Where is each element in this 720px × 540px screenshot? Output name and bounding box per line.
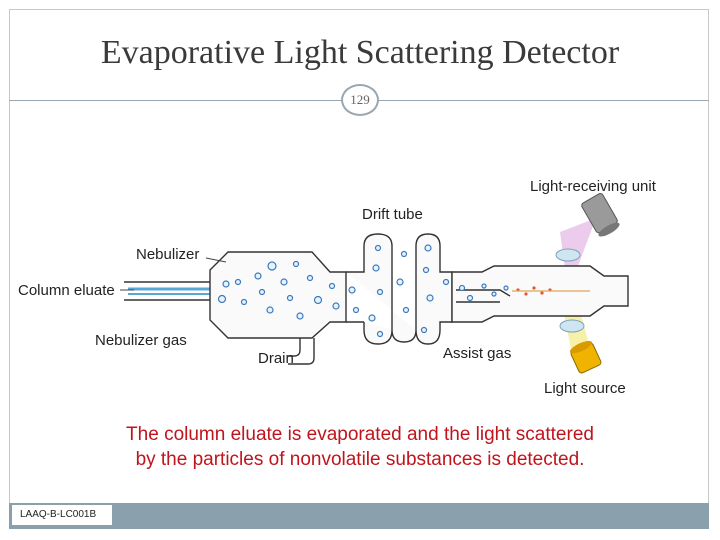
footer-bar	[9, 503, 709, 529]
scattered-particles	[516, 286, 552, 296]
label-assist-gas: Assist gas	[443, 345, 512, 362]
leader-lines	[120, 257, 227, 291]
page-number: 129	[341, 84, 379, 116]
title-rule-right	[378, 100, 709, 101]
label-drain: Drain	[258, 350, 294, 367]
column-eluate-pipe	[124, 281, 220, 301]
label-light-source: Light source	[544, 380, 626, 397]
source-lens	[559, 319, 585, 333]
detection-chamber	[451, 265, 629, 323]
caption-line-2: by the particles of nonvolatile substanc…	[135, 449, 585, 470]
light-receiving-unit	[581, 193, 620, 237]
title-rule-left	[9, 100, 344, 101]
label-nebulizer: Nebulizer	[136, 246, 200, 263]
assist-gas-inlet	[456, 289, 511, 303]
slide-title: Evaporative Light Scattering Detector	[100, 34, 620, 71]
caption-line-1: The column eluate is evaporated and the …	[126, 424, 594, 445]
receiver-lens	[555, 248, 581, 262]
nebulizer-chamber	[209, 251, 347, 339]
footer-code: LAAQ-B-LC001B	[12, 505, 112, 525]
drift-tube	[346, 233, 453, 345]
label-column-eluate: Column eluate	[18, 282, 115, 299]
particles	[217, 244, 509, 338]
label-nebulizer-gas: Nebulizer gas	[95, 332, 187, 349]
light-source	[569, 340, 602, 374]
drain-tube	[288, 338, 315, 365]
label-light-receiving-unit: Light-receiving unit	[530, 178, 656, 195]
label-drift-tube: Drift tube	[362, 206, 423, 223]
